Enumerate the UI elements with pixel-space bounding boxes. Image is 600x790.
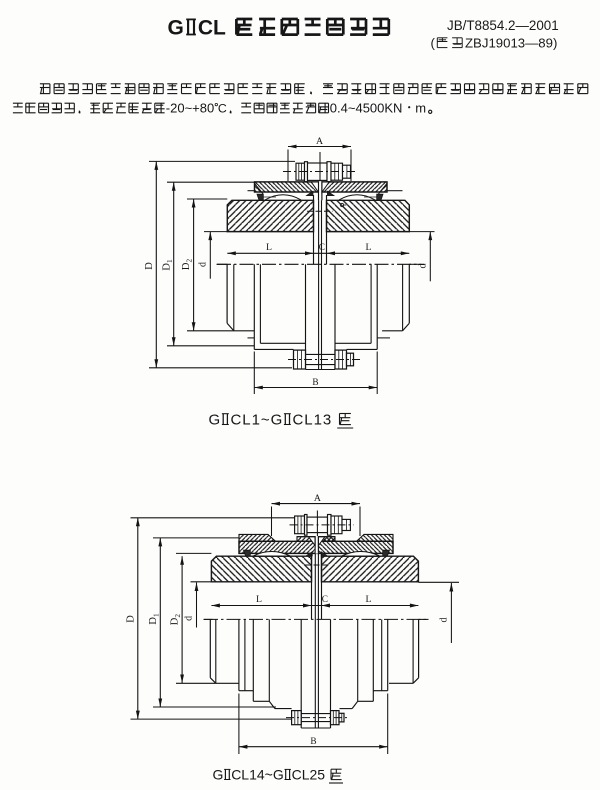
svg-text:d: d	[438, 618, 449, 623]
svg-text:d: d	[417, 264, 428, 269]
svg-text:CL13: CL13	[293, 412, 333, 429]
svg-text:CL25: CL25	[292, 767, 326, 783]
svg-text:JB/T8854.2—2001: JB/T8854.2—2001	[447, 18, 559, 33]
svg-text:C: C	[319, 243, 325, 253]
svg-text:L: L	[366, 242, 372, 253]
svg-text:-20~+80: -20~+80	[166, 101, 214, 116]
svg-text:CL: CL	[198, 17, 226, 40]
svg-text:B: B	[310, 737, 316, 747]
svg-text:L: L	[256, 594, 262, 605]
svg-text:D2: D2	[181, 259, 194, 271]
svg-text:B: B	[312, 378, 318, 388]
svg-text:m: m	[415, 101, 426, 116]
svg-text:CL14~G: CL14~G	[231, 767, 284, 783]
svg-text:0.4~4500KN: 0.4~4500KN	[330, 101, 403, 116]
svg-text:D: D	[125, 615, 136, 623]
svg-text:C: C	[218, 102, 227, 116]
svg-text:G: G	[213, 767, 224, 783]
svg-text:CL1~G: CL1~G	[231, 412, 284, 429]
svg-text:C: C	[322, 595, 328, 605]
svg-text:D1: D1	[148, 613, 161, 625]
svg-text:G: G	[168, 17, 184, 40]
svg-text:D2: D2	[170, 614, 183, 626]
svg-text:d: d	[184, 616, 195, 621]
svg-text:A: A	[316, 136, 323, 147]
svg-text:d: d	[197, 262, 208, 267]
svg-text:G: G	[209, 412, 222, 429]
svg-text:A: A	[314, 493, 321, 504]
svg-text:L: L	[266, 242, 272, 253]
svg-text:L: L	[366, 594, 372, 605]
svg-text:(: (	[431, 36, 436, 51]
svg-text:ZBJ19013—89): ZBJ19013—89)	[465, 36, 557, 51]
svg-text:D1: D1	[161, 259, 174, 271]
svg-text:D: D	[144, 262, 155, 270]
